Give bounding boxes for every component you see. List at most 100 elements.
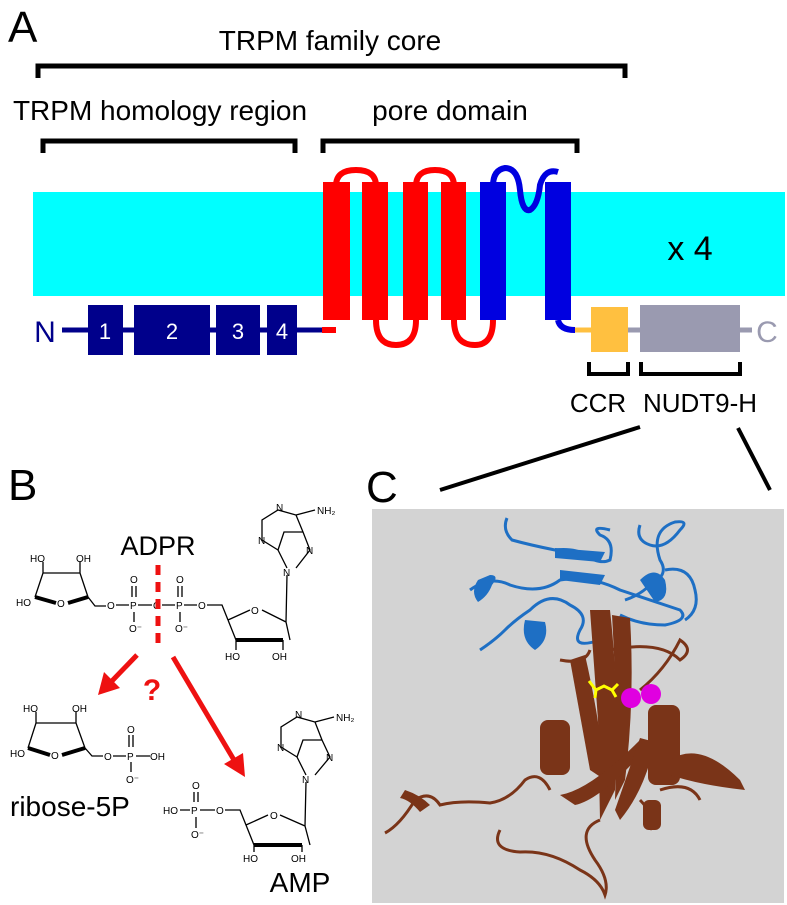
atom-label: N — [326, 753, 333, 764]
ribose-5p-structure: O HO OH HO O P OH O O⁻ — [10, 704, 165, 786]
atom-label: O — [51, 751, 59, 762]
nudt9-bracket — [639, 362, 742, 376]
helix-s1 — [323, 182, 350, 320]
amp-structure: HO P O O O⁻ O HO OH N N N N NH₂ — [163, 710, 354, 865]
structure-background — [372, 509, 784, 903]
mhr-box-2 — [134, 305, 210, 355]
red-loops — [322, 166, 496, 349]
atom-label: HO — [30, 554, 45, 565]
zoom-line-right — [736, 427, 772, 491]
atom-label: O — [127, 725, 135, 736]
atom-label: O — [198, 601, 206, 612]
mhr-label-2: 2 — [166, 319, 178, 344]
stoichiometry-label: x 4 — [667, 230, 712, 268]
atom-label: N — [277, 743, 284, 754]
atom-label: O — [104, 752, 112, 763]
atom-label: O⁻ — [191, 830, 204, 841]
atom-label: P — [130, 601, 137, 612]
atom-label: O — [130, 575, 138, 586]
metal-ion-1 — [621, 688, 641, 708]
atom-label: OH — [272, 652, 287, 663]
atom-label: OH — [72, 704, 87, 715]
atom-label: N — [276, 503, 283, 514]
ribose-5p-label: ribose-5P — [10, 791, 130, 822]
panel-b: B ADPR O HO OH HO O P O P O O O O⁻ O⁻ O … — [8, 461, 354, 898]
atom-label: P — [176, 601, 183, 612]
ccr-label: CCR — [570, 388, 626, 418]
panel-label-c: C — [366, 463, 398, 512]
atom-label: N — [283, 568, 290, 579]
pore-label: pore domain — [372, 95, 528, 126]
arrow-to-amp — [170, 655, 245, 777]
homology-bracket — [40, 138, 298, 153]
atom-label: O — [107, 601, 115, 612]
blue-subdomain — [469, 517, 698, 652]
question-mark: ? — [143, 674, 161, 707]
atom-label: OH — [150, 752, 165, 763]
panel-a: A TRPM family core TRPM homology region … — [8, 3, 785, 492]
panel-label-a: A — [8, 3, 38, 52]
atom-label: P — [191, 806, 198, 817]
blue-helices — [474, 548, 667, 650]
atom-label: N — [295, 710, 302, 721]
helix-s2 — [362, 182, 388, 320]
arrow-to-ribose5p — [98, 653, 139, 695]
atom-label: O — [270, 811, 278, 822]
ccr-domain — [591, 307, 628, 352]
atom-label: NH₂ — [336, 713, 354, 724]
atom-label: HO — [10, 749, 25, 760]
atom-label: NH₂ — [317, 506, 335, 517]
mhr-label-1: 1 — [99, 319, 111, 344]
core-bracket — [35, 63, 628, 78]
mhr-box-1 — [88, 305, 123, 355]
nudt9-domain — [640, 305, 740, 352]
pore-helices — [480, 164, 576, 333]
pore-loop — [490, 164, 576, 333]
atom-label: P — [127, 752, 134, 763]
atom-label: N — [302, 775, 309, 786]
pore-bracket — [320, 138, 580, 153]
atom-label: O⁻ — [126, 775, 139, 786]
mhr-box-4 — [267, 305, 297, 355]
atom-label: HO — [225, 652, 240, 663]
core-label: TRPM family core — [219, 25, 441, 56]
ligand — [587, 680, 620, 699]
atom-label: HO — [163, 806, 178, 817]
atom-label: O — [176, 575, 184, 586]
atom-label: N — [258, 536, 265, 547]
helix-s6 — [545, 182, 571, 320]
atom-label: HO — [23, 704, 38, 715]
atom-label: O — [251, 606, 259, 617]
metal-ion-2 — [641, 684, 661, 704]
helix-s5 — [480, 182, 506, 320]
amp-label: AMP — [270, 867, 331, 898]
mhr-box-3 — [216, 305, 260, 355]
nudt9-label: NUDT9-H — [643, 388, 757, 418]
mhr-label-3: 3 — [232, 319, 244, 344]
panel-label-b: B — [8, 461, 37, 510]
mhr-domains: 1 2 3 4 — [88, 305, 297, 355]
helix-s4 — [441, 182, 466, 320]
atom-label: HO — [243, 854, 258, 865]
c-terminus-label: C — [756, 316, 778, 349]
adpr-structure: O HO OH HO O P O P O O O O⁻ O⁻ O HO OH N… — [16, 503, 335, 663]
helix-s3 — [403, 182, 428, 320]
atom-label: HO — [16, 598, 31, 609]
atom-label: O⁻ — [175, 624, 188, 635]
nudt9h-structure — [384, 517, 745, 900]
mhr-label-4: 4 — [276, 319, 288, 344]
atom-label: N — [306, 546, 313, 557]
ccr-bracket — [587, 362, 630, 376]
zoom-line-left — [439, 425, 641, 492]
atom-label: O⁻ — [129, 624, 142, 635]
brown-subdomain — [384, 610, 745, 900]
adpr-label: ADPR — [120, 531, 195, 561]
n-terminus-label: N — [34, 316, 56, 349]
homology-label: TRPM homology region — [13, 95, 307, 126]
atom-label: O — [57, 599, 65, 610]
atom-label: OH — [291, 854, 306, 865]
s1-s4-helices — [322, 166, 496, 349]
atom-label: OH — [76, 554, 91, 565]
atom-label: O — [192, 781, 200, 792]
